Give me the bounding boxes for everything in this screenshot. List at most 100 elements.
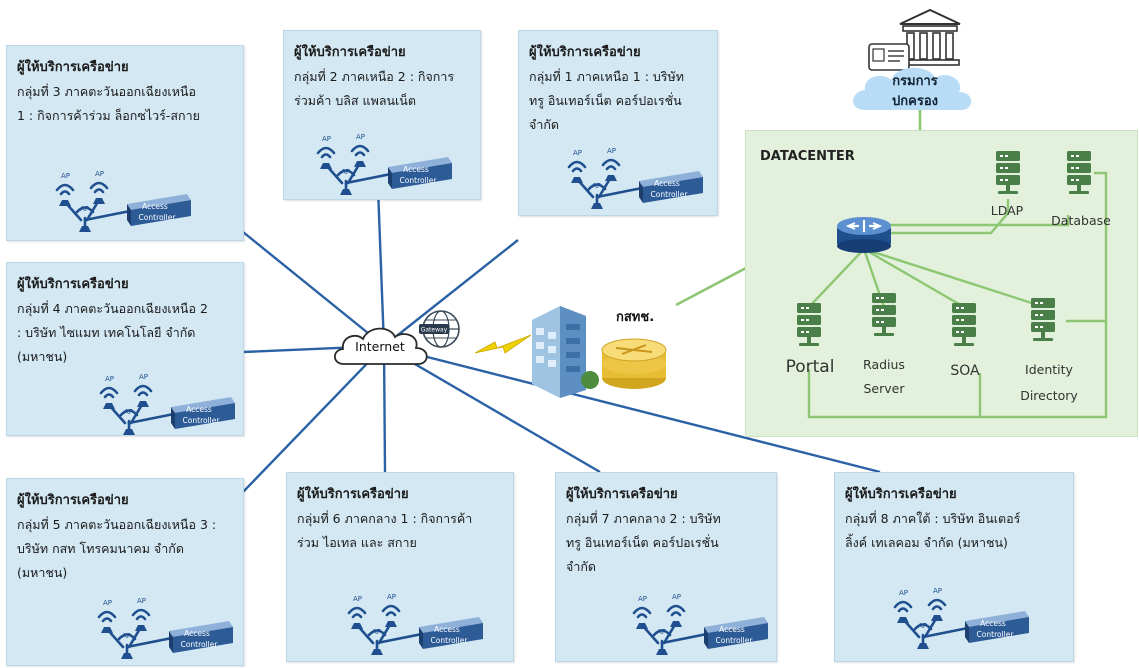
link-group-7 [383, 344, 601, 474]
ldap-server-icon [996, 151, 1020, 194]
database-label: Database [1051, 213, 1111, 228]
provider-card-group-1: ผู้ให้บริการเครือข่าย กลุ่มที่ 1 ภาคเหนื… [518, 30, 718, 216]
svg-text:AP: AP [899, 589, 908, 597]
building-server-icon [532, 306, 667, 398]
gateway-label: Gateway [421, 327, 448, 334]
internet-node: Internet [330, 320, 440, 376]
svg-text:Controller: Controller [716, 636, 754, 645]
svg-text:Controller: Controller [181, 640, 219, 649]
internet-label: Internet [355, 339, 405, 354]
provider-line: : บริษัท ไซแมท เทคโนโลยี จำกัด [17, 325, 196, 340]
svg-text:Access: Access [980, 619, 1006, 628]
nbtc-hub: กสทช. [526, 290, 676, 400]
svg-text:AP: AP [353, 595, 362, 603]
svg-text:AP: AP [592, 182, 601, 190]
svg-text:Access: Access [434, 625, 460, 634]
government-label-line: ปกครอง [892, 94, 938, 109]
provider-line: กลุ่มที่ 2 ภาคเหนือ 2 : กิจการ [294, 69, 455, 84]
government-label: กรมการ ปกครอง [855, 72, 975, 112]
link-group-5 [242, 345, 385, 493]
svg-text:AP: AP [105, 375, 114, 383]
provider-card-group-3: ผู้ให้บริการเครือข่าย กลุ่มที่ 3 ภาคตะวั… [6, 45, 244, 241]
svg-text:Controller: Controller [139, 213, 177, 222]
access-point-diagram: AP AP AP Access Controller [97, 597, 233, 659]
provider-line: กลุ่มที่ 4 ภาคตะวันออกเฉียงเหนือ 2 [17, 301, 208, 316]
provider-description: กลุ่มที่ 1 ภาคเหนือ 1 : บริษัท ทรู อินเท… [529, 65, 709, 137]
access-point-diagram: AP AP AP Access Controller [567, 147, 703, 209]
svg-text:Controller: Controller [183, 416, 221, 425]
svg-text:AP: AP [124, 408, 133, 416]
svg-text:Controller: Controller [431, 636, 469, 645]
provider-line: กลุ่มที่ 8 ภาคใต้ : บริษัท อินเตอร์ [845, 511, 1021, 526]
svg-text:AP: AP [95, 170, 104, 178]
database-server-icon [1067, 151, 1091, 194]
portal-server-icon [797, 303, 821, 346]
provider-line: 1 : กิจการค้าร่วม ล็อกซไวร์-สกาย [17, 108, 200, 123]
radius-server-label: Radius Server [854, 353, 914, 401]
radius-label-line: Server [863, 381, 905, 396]
svg-text:Access: Access [184, 629, 210, 638]
government-label-line: กรมการ [892, 74, 938, 89]
soa-label: SOA [950, 363, 980, 379]
svg-text:AP: AP [372, 628, 381, 636]
provider-card-group-6: ผู้ให้บริการเครือข่าย กลุ่มที่ 6 ภาคกลาง… [286, 472, 514, 662]
link-group-6 [382, 345, 387, 473]
provider-title: ผู้ให้บริการเครือข่าย [17, 277, 129, 292]
provider-line: กลุ่มที่ 6 ภาคกลาง 1 : กิจการค้า [297, 511, 473, 526]
link-group-3 [242, 231, 385, 347]
provider-title: ผู้ให้บริการเครือข่าย [845, 487, 957, 502]
provider-card-group-2: ผู้ให้บริการเครือข่าย กลุ่มที่ 2 ภาคเหนื… [283, 30, 481, 200]
link-group-8 [383, 344, 881, 474]
svg-text:Access: Access [186, 405, 212, 414]
id-card-icon [868, 43, 910, 71]
provider-title: ผู้ให้บริการเครือข่าย [17, 60, 129, 75]
provider-title: ผู้ให้บริการเครือข่าย [566, 487, 678, 502]
provider-description: กลุ่มที่ 6 ภาคกลาง 1 : กิจการค้า ร่วม ไอ… [297, 507, 505, 555]
svg-text:AP: AP [137, 597, 146, 605]
router-firewall-icon [837, 217, 891, 253]
svg-text:AP: AP [918, 622, 927, 630]
svg-text:AP: AP [322, 135, 331, 143]
datacenter-panel: DATACENTER [745, 130, 1138, 437]
identity-directory-server-icon [1031, 298, 1055, 341]
lightning-bolt-icon [475, 334, 531, 354]
svg-text:AP: AP [657, 628, 666, 636]
internet-gateway-globe-icon: Gateway [419, 310, 460, 348]
datacenter-links [807, 171, 1108, 419]
portal-label: Portal [785, 357, 835, 377]
provider-card-group-4: ผู้ให้บริการเครือข่าย กลุ่มที่ 4 ภาคตะวั… [6, 262, 244, 436]
government-building-icon [853, 8, 972, 110]
provider-title: ผู้ให้บริการเครือข่าย [294, 45, 406, 60]
svg-text:AP: AP [341, 168, 350, 176]
cloud-icon [333, 327, 428, 365]
provider-line: ทรู อินเทอร์เน็ต คอร์ปอเรชั่น [566, 535, 719, 550]
identity-directory-label: Identity Directory [1014, 357, 1084, 409]
provider-description: กลุ่มที่ 7 ภาคกลาง 2 : บริษัท ทรู อินเทอ… [566, 507, 768, 579]
provider-line: จำกัด [566, 559, 597, 574]
provider-card-group-8: ผู้ให้บริการเครือข่าย กลุ่มที่ 8 ภาคใต้ … [834, 472, 1074, 662]
svg-text:AP: AP [61, 172, 70, 180]
provider-description: กลุ่มที่ 5 ภาคตะวันออกเฉียงเหนือ 3 : บริ… [17, 513, 235, 585]
provider-title: ผู้ให้บริการเครือข่าย [529, 45, 641, 60]
provider-card-group-7: ผู้ให้บริการเครือข่าย กลุ่มที่ 7 ภาคกลาง… [555, 472, 777, 662]
svg-text:Controller: Controller [977, 630, 1015, 639]
access-point-diagram: AP AP AP Access Controller [99, 373, 235, 435]
radius-server-icon [872, 293, 896, 336]
provider-line: (มหาชน) [17, 565, 68, 580]
access-point-diagram: AP AP AP Access Controller [55, 170, 191, 232]
government-node: กรมการ ปกครอง [845, 2, 995, 122]
svg-text:Access: Access [654, 179, 680, 188]
svg-text:AP: AP [139, 373, 148, 381]
link-group-1 [383, 239, 519, 347]
svg-text:Access: Access [719, 625, 745, 634]
svg-text:AP: AP [607, 147, 616, 155]
provider-description: กลุ่มที่ 3 ภาคตะวันออกเฉียงเหนือ 1 : กิจ… [17, 80, 235, 128]
identity-label-line: Identity [1025, 362, 1073, 377]
svg-text:Controller: Controller [400, 176, 438, 185]
provider-line: จำกัด [529, 117, 560, 132]
svg-text:AP: AP [103, 599, 112, 607]
svg-text:AP: AP [122, 632, 131, 640]
svg-text:Access: Access [142, 202, 168, 211]
provider-line: (มหาชน) [17, 349, 68, 364]
